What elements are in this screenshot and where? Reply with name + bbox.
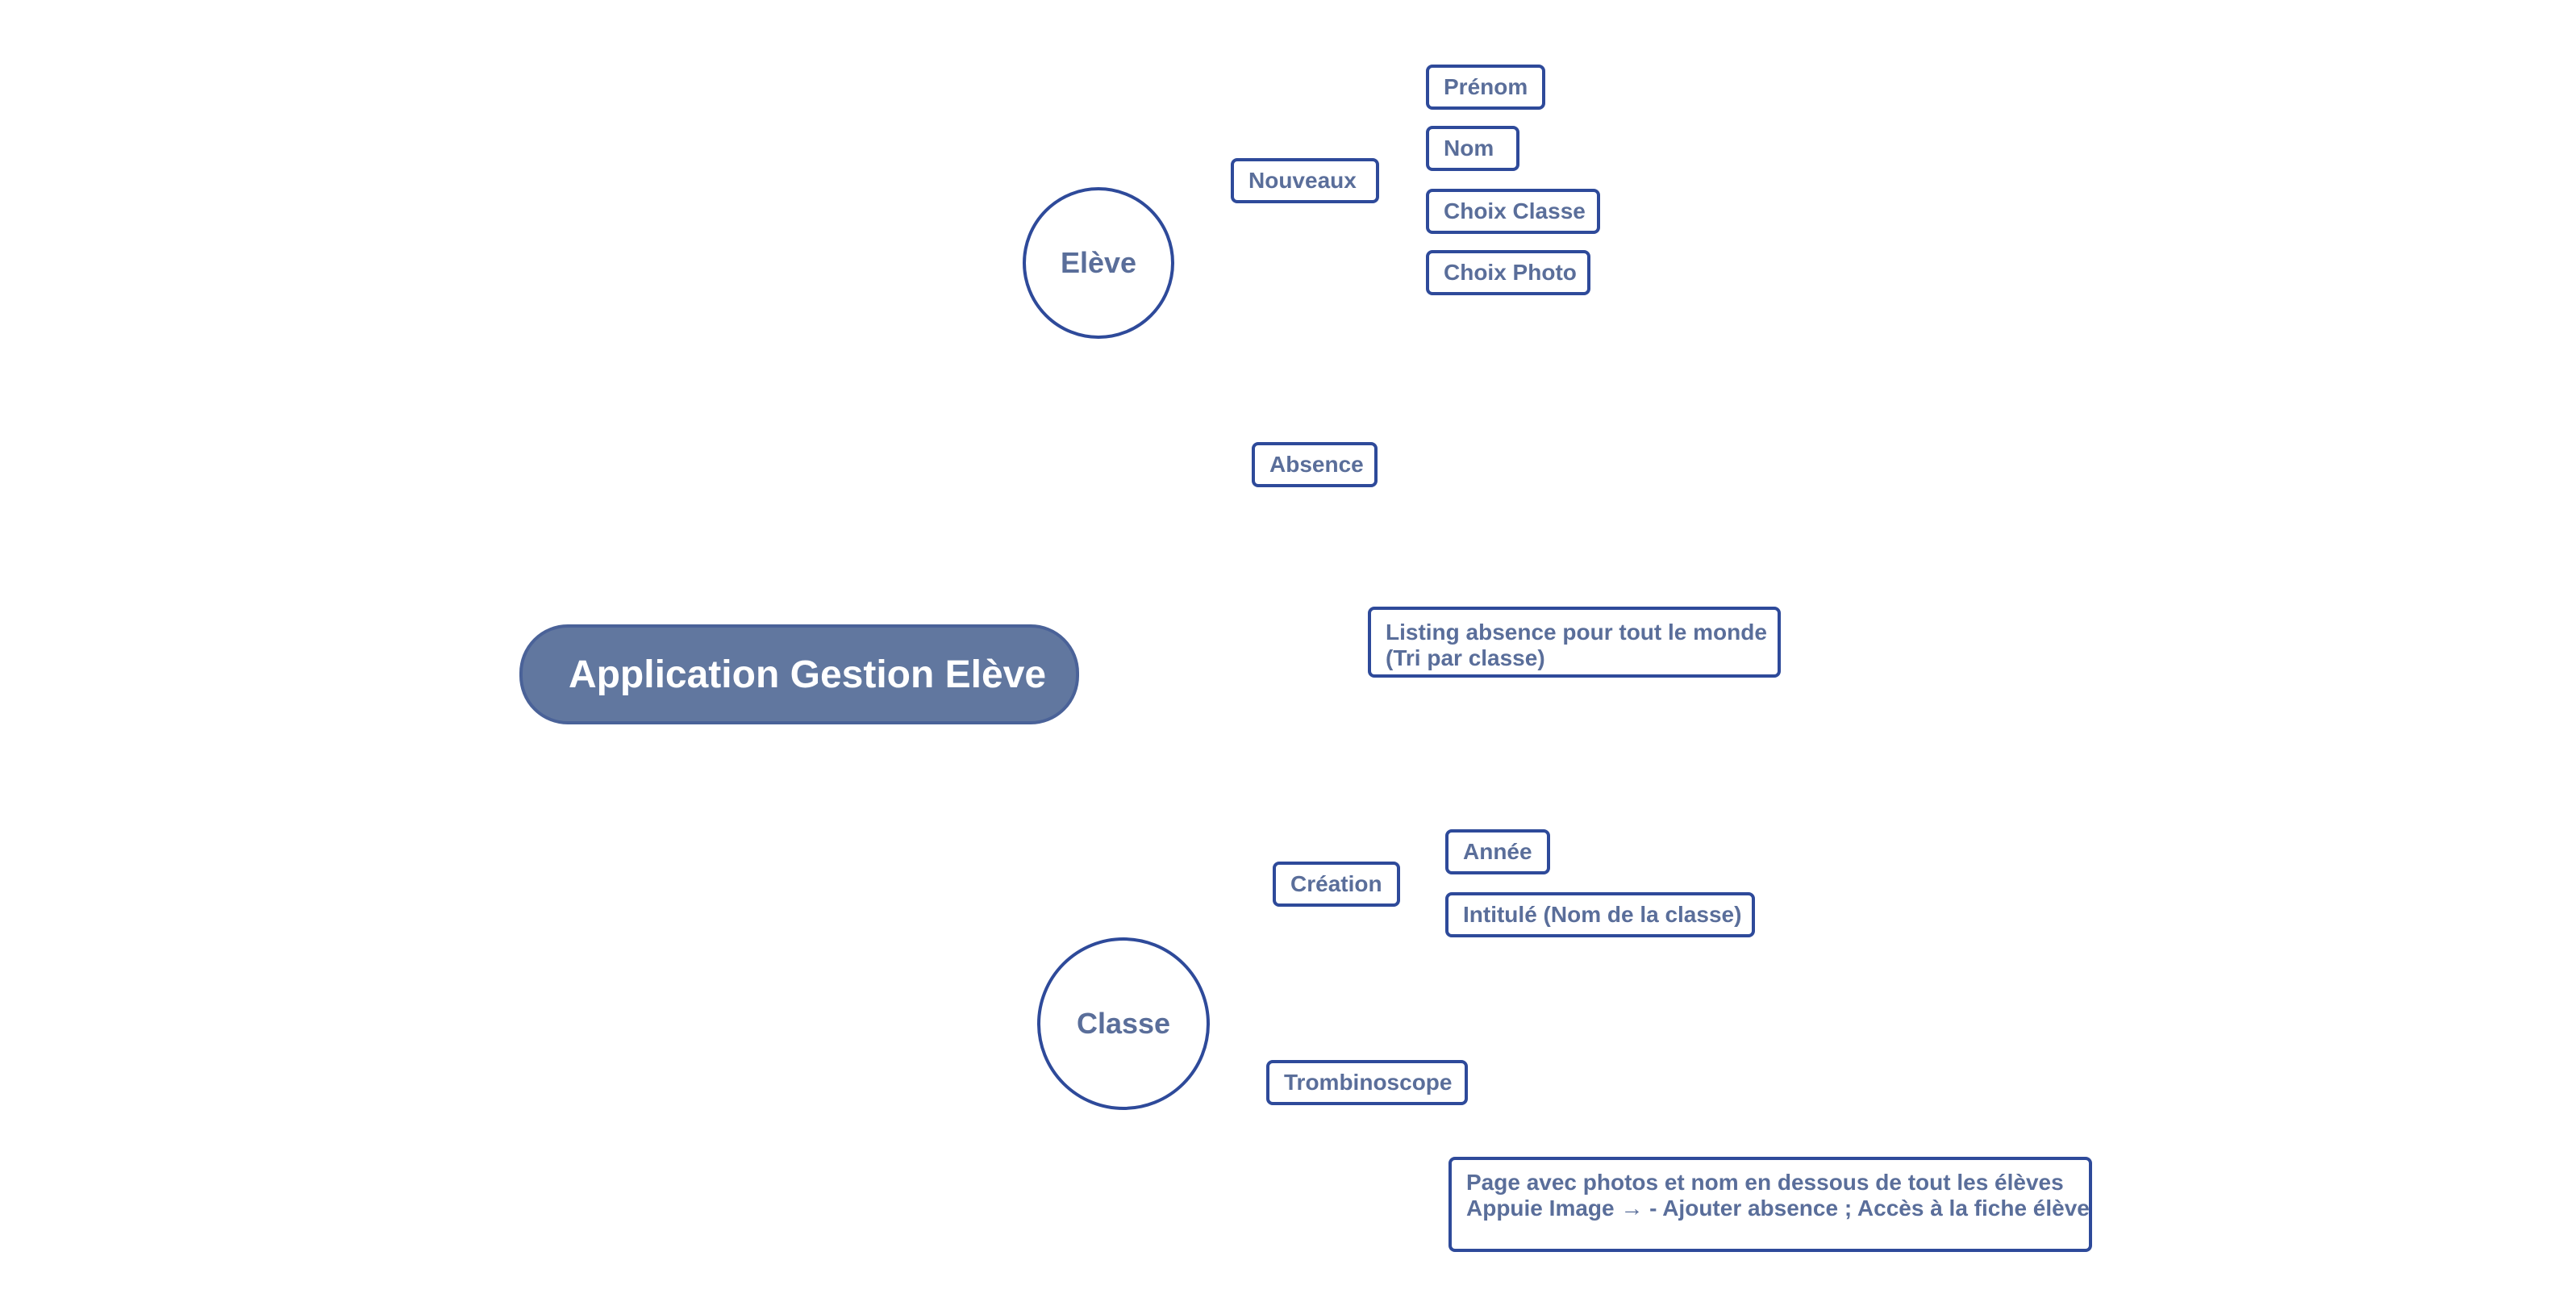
eleve-node[interactable]: Elève <box>1023 187 1174 339</box>
root-node[interactable]: Application Gestion Elève <box>519 624 1079 724</box>
trombinoscope-node[interactable]: Trombinoscope <box>1266 1060 1468 1105</box>
classe-label: Classe <box>1076 1007 1171 1040</box>
prenom-node[interactable]: Prénom <box>1426 65 1545 110</box>
trombinoscope-detail-line-1: Page avec photos et nom en dessous de to… <box>1466 1170 2064 1195</box>
nouveaux-node[interactable]: Nouveaux <box>1231 158 1379 203</box>
choix-classe-label: Choix Classe <box>1444 198 1586 223</box>
annee-node[interactable]: Année <box>1445 829 1550 874</box>
absence-node[interactable]: Absence <box>1252 442 1378 487</box>
root-label: Application Gestion Elève <box>568 653 1047 696</box>
annee-label: Année <box>1463 839 1532 864</box>
intitule-node[interactable]: Intitulé (Nom de la classe) <box>1445 892 1755 937</box>
choix-classe-node[interactable]: Choix Classe <box>1426 189 1600 234</box>
absence-detail-line-1: Listing absence pour tout le monde <box>1386 620 1767 645</box>
creation-node[interactable]: Création <box>1273 862 1400 907</box>
trombinoscope-detail-line-2: Appuie Image → - Ajouter absence ; Accès… <box>1466 1196 2090 1221</box>
prenom-label: Prénom <box>1444 74 1528 99</box>
eleve-label: Elève <box>1060 246 1137 279</box>
classe-node[interactable]: Classe <box>1037 937 1210 1110</box>
absence-label: Absence <box>1269 452 1364 477</box>
intitule-label: Intitulé (Nom de la classe) <box>1463 902 1742 927</box>
choix-photo-node[interactable]: Choix Photo <box>1426 250 1590 295</box>
nom-node[interactable]: Nom <box>1426 126 1519 171</box>
choix-photo-label: Choix Photo <box>1444 260 1577 285</box>
trombinoscope-label: Trombinoscope <box>1284 1070 1453 1095</box>
creation-label: Création <box>1290 871 1382 896</box>
absence-detail-line-2: (Tri par classe) <box>1386 645 1545 670</box>
absence-detail-node[interactable]: Listing absence pour tout le monde (Tri … <box>1368 607 1781 678</box>
nom-label: Nom <box>1444 136 1494 161</box>
trombinoscope-detail-node[interactable]: Page avec photos et nom en dessous de to… <box>1448 1157 2092 1252</box>
nouveaux-label: Nouveaux <box>1248 168 1357 193</box>
